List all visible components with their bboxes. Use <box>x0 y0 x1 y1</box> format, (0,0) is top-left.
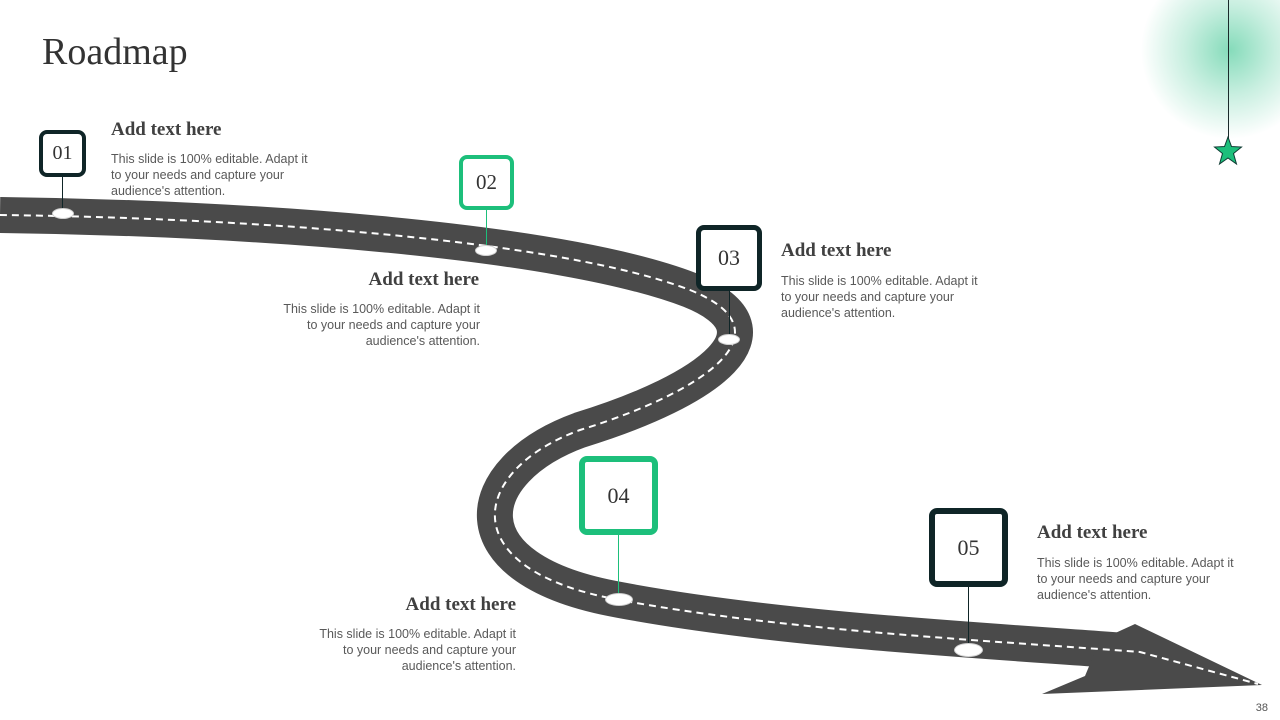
milestone-2-heading: Add text here <box>368 269 479 290</box>
road-arrowhead <box>1042 624 1262 694</box>
milestone-5-pin-dot <box>954 643 983 657</box>
road-center-dashes <box>0 214 1259 685</box>
page-number: 38 <box>1255 702 1268 714</box>
milestone-3-marker: 03 <box>696 225 762 291</box>
milestone-3-pin-line <box>729 288 730 336</box>
milestone-4-marker: 04 <box>579 456 658 535</box>
milestone-3-heading: Add text here <box>781 240 892 261</box>
milestone-1-pin-line <box>62 176 63 212</box>
milestone-1-heading: Add text here <box>111 119 222 140</box>
milestone-5-text: This slide is 100% editable. Adapt it to… <box>1037 556 1234 602</box>
milestone-5-marker: 05 <box>929 508 1008 587</box>
star-icon <box>1213 136 1243 166</box>
milestone-2-text: This slide is 100% editable. Adapt it to… <box>283 302 480 348</box>
milestone-1-marker: 01 <box>39 130 86 177</box>
slide-title: Roadmap <box>42 31 188 73</box>
milestone-2-pin-line <box>486 206 487 248</box>
milestone-5-pin-line <box>968 584 969 644</box>
milestone-3-text: This slide is 100% editable. Adapt it to… <box>781 274 978 320</box>
milestone-4-pin-dot <box>605 593 633 606</box>
milestone-4-pin-line <box>618 532 619 594</box>
milestone-5-heading: Add text here <box>1037 522 1148 543</box>
milestone-3-pin-dot <box>718 334 740 345</box>
milestone-2-pin-dot <box>475 245 497 256</box>
milestone-2-marker: 02 <box>459 155 514 210</box>
milestone-4-heading: Add text here <box>405 594 516 615</box>
hanging-line <box>1228 0 1229 140</box>
milestone-1-text: This slide is 100% editable. Adapt it to… <box>111 152 308 198</box>
milestone-1-pin-dot <box>52 208 74 219</box>
milestone-4-text: This slide is 100% editable. Adapt it to… <box>319 627 516 673</box>
